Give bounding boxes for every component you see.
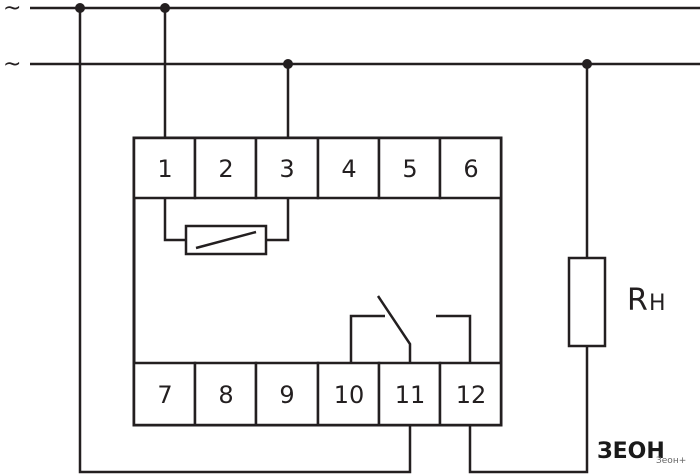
terminal-label-1: 1 [157,155,172,183]
coil-lead-left [163,198,186,242]
wire-load-to-terminal-12 [468,346,589,474]
terminal-label-11: 11 [395,381,426,409]
terminal-label-9: 9 [279,381,294,409]
terminal-cell [377,136,442,200]
junction-dot [160,3,170,13]
terminal-label-5: 5 [402,155,417,183]
terminal-cell [316,361,381,427]
brand-logo-text: ЗЕОН [597,439,665,464]
coil-symbol [184,224,268,256]
junction-dot [582,59,592,69]
load-label-sub: H [649,291,666,316]
terminal-label-10: 10 [334,381,365,409]
terminal-cell [438,361,503,427]
terminal-label-3: 3 [279,155,294,183]
supply-line-2-symbol: ~ [3,52,21,77]
terminal-cell [132,136,197,200]
terminal-label-2: 2 [218,155,233,183]
terminal-label-6: 6 [463,155,478,183]
bottom-terminal-row: 7 8 9 10 11 12 [132,361,503,427]
supply-line-1-symbol: ~ [3,0,21,21]
terminal-label-4: 4 [341,155,356,183]
brand-logo: ЗЕОН Зеон+ [597,439,686,466]
contact-common-blade [376,295,412,363]
junction-dot [283,59,293,69]
terminal-label-8: 8 [218,381,233,409]
load-label-main: R [627,283,648,318]
relay-coil [163,198,290,256]
terminal-cell [438,136,503,200]
coil-diagonal [195,230,257,250]
terminal-cell [316,136,381,200]
wire-line1-to-terminal-11 [78,8,412,474]
brand-logo-subtext: Зеон+ [656,456,686,466]
top-terminal-row: 1 2 3 4 5 6 [132,136,503,200]
contact-nc-lead [349,314,385,363]
relay-contact [349,295,472,363]
terminal-label-7: 7 [157,381,172,409]
coil-lead-right [266,198,290,242]
terminal-cell [193,136,258,200]
terminal-label-12: 12 [456,381,487,409]
load-resistor [567,256,607,348]
contact-no-lead [436,314,472,363]
junction-dot [75,3,85,13]
